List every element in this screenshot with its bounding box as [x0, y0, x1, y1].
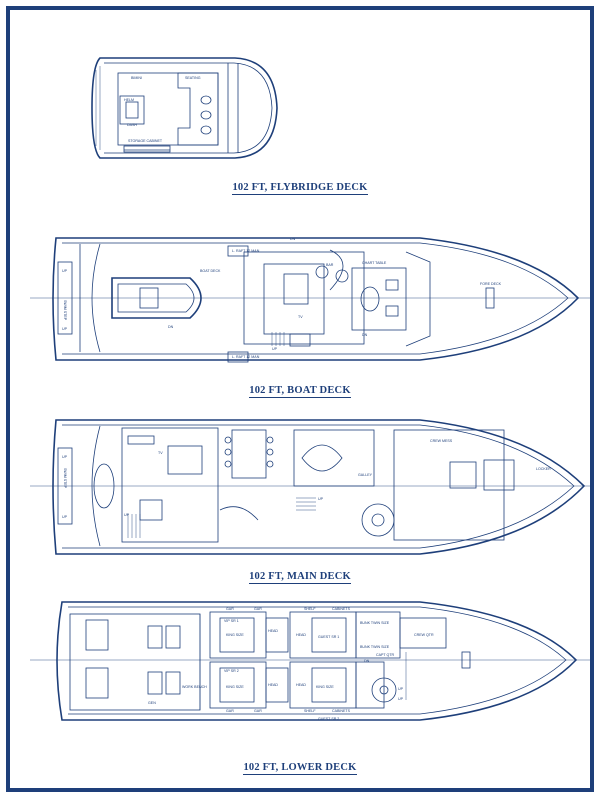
label-king-2: KING SIZE	[226, 685, 244, 689]
label-capt-qtr: CAPT QTR	[376, 653, 395, 657]
flybridge-deck-plan: BIMINI SEATING HELM DASH STORAGE CABINET	[91, 57, 278, 159]
main-deck-plan: UP UP UP UP TV LOCKER CREW MESS GALLEY S…	[30, 419, 590, 555]
label-main-up-2: UP	[62, 515, 68, 519]
label-guest-sr-2: GUEST SR 2	[318, 717, 339, 721]
label-up-aft-1: UP	[62, 269, 68, 273]
label-dn-tender: DN	[168, 325, 174, 329]
label-main-crew-mess: CREW MESS	[430, 439, 453, 443]
label-tv: TV	[298, 315, 303, 319]
label-shelf-1: SHELF	[304, 607, 316, 611]
caption-lower-deck: 102 FT, LOWER DECK	[0, 762, 600, 775]
label-main-galley: GALLEY	[358, 473, 373, 477]
label-storage-cabinet: STORAGE CABINET	[128, 139, 163, 143]
label-seating: SEATING	[185, 76, 201, 80]
label-swim-step: SWIM STEP	[63, 300, 67, 321]
label-dash: DASH	[127, 123, 137, 127]
caption-boat-deck: 102 FT, BOAT DECK	[0, 385, 600, 398]
label-lower-up-1: UP	[398, 687, 404, 691]
label-main-swim-step: SWIM STEP	[63, 468, 67, 489]
caption-flybridge-deck: 102 FT, FLYBRIDGE DECK	[0, 182, 600, 195]
label-lower-dn: DN	[364, 659, 370, 663]
label-head-3: HEAD	[296, 633, 306, 637]
label-up-aft-2: UP	[62, 327, 68, 331]
label-guest-sr-1: GUEST SR 1	[318, 635, 339, 639]
label-main-locker: LOCKER	[536, 467, 551, 471]
caption-boat-text: 102 FT, BOAT DECK	[249, 385, 351, 398]
caption-main-text: 102 FT, MAIN DECK	[249, 571, 351, 584]
label-king-1: KING SIZE	[226, 633, 244, 637]
label-gen: GEN	[148, 701, 156, 705]
label-bar: BAR	[326, 263, 334, 267]
label-vip-sr-1: VIP SR 1	[224, 619, 239, 623]
caption-lower-text: 102 FT, LOWER DECK	[243, 762, 357, 775]
label-helm: HELM	[124, 98, 134, 102]
label-fore-deck: FORE DECK	[480, 282, 502, 286]
label-work-bench: WORK BENCH	[182, 685, 207, 689]
label-cabinets-2: CABINETS	[332, 709, 351, 713]
label-gar-3: GAR	[226, 709, 234, 713]
label-cabinets-1: CABINETS	[332, 607, 351, 611]
label-bunk-2: BUNK TWIN SIZE	[360, 645, 390, 649]
label-up-stair: UP	[272, 347, 278, 351]
label-head-2: HEAD	[268, 683, 278, 687]
label-bimini: BIMINI	[131, 76, 142, 80]
label-bunk-1: BUNK TWIN SIZE	[360, 621, 390, 625]
label-shelf-2: SHELF	[304, 709, 316, 713]
label-main-tv: TV	[158, 451, 163, 455]
label-boat-deck: BOAT DECK	[200, 269, 221, 273]
label-raft-bottom: L. RAFT 12 MAN	[232, 355, 260, 359]
boat-deck-plan: BOAT DECK FORE DECK L. RAFT 12 MAN L. RA…	[30, 237, 590, 363]
label-main-up-1: UP	[62, 455, 68, 459]
lower-deck-plan: VIP SR 1 VIP SR 2 KING SIZE KING SIZE KI…	[30, 601, 590, 721]
label-dn-right: DN	[362, 333, 368, 337]
label-vip-sr-2: VIP SR 2	[224, 669, 239, 673]
label-dn-top: DN	[290, 237, 296, 241]
label-raft-top: L. RAFT 12 MAN	[232, 249, 260, 253]
label-king-3: KING SIZE	[316, 685, 334, 689]
label-gar-1: GAR	[226, 607, 234, 611]
label-head-4: HEAD	[296, 683, 306, 687]
label-crew-qtr: CREW QTR	[414, 633, 434, 637]
label-gar-4: GAR	[254, 709, 262, 713]
caption-main-deck: 102 FT, MAIN DECK	[0, 571, 600, 584]
label-chart-table: CHART TABLE	[362, 261, 387, 265]
label-gar-2: GAR	[254, 607, 262, 611]
label-lower-up-2: UP	[398, 697, 404, 701]
caption-flybridge-text: 102 FT, FLYBRIDGE DECK	[232, 182, 368, 195]
label-main-up-4: UP	[318, 497, 324, 501]
label-head-1: HEAD	[268, 629, 278, 633]
label-main-up-3: UP	[124, 513, 130, 517]
page-border	[6, 6, 594, 792]
